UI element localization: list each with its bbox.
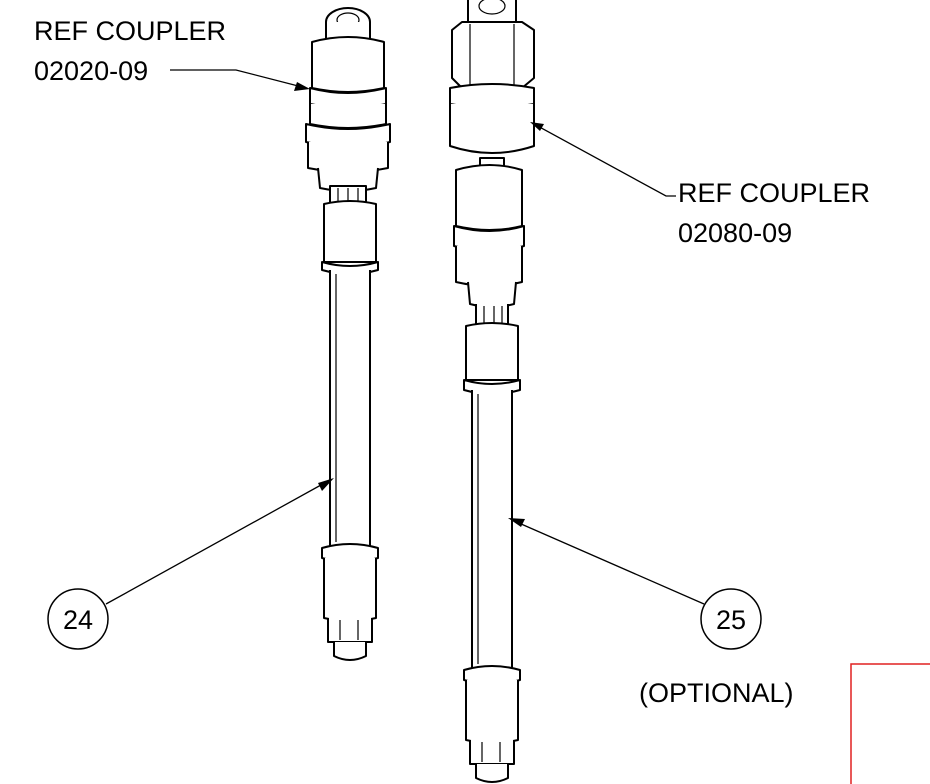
left-ref-leader bbox=[170, 69, 310, 91]
item-24-number: 24 bbox=[63, 605, 93, 635]
right-ref-leader bbox=[530, 122, 676, 197]
title-block-frame bbox=[850, 663, 930, 784]
left-hose-assembly bbox=[305, 7, 391, 661]
item-25-optional-note: (OPTIONAL) bbox=[639, 678, 794, 708]
right-ref-label-line2: 02080-09 bbox=[678, 218, 792, 248]
right-ref-label-line1: REF COUPLER bbox=[678, 178, 870, 208]
item-25-number: 25 bbox=[716, 605, 746, 635]
item-24-leader bbox=[105, 478, 334, 605]
item-25-bubble: 25 bbox=[700, 588, 762, 650]
right-hose-assembly bbox=[449, 0, 535, 783]
item-25-leader bbox=[508, 518, 705, 605]
left-ref-label-line1: REF COUPLER bbox=[34, 16, 226, 46]
left-ref-label-line2: 02020-09 bbox=[34, 56, 148, 86]
item-24-bubble: 24 bbox=[47, 588, 109, 650]
